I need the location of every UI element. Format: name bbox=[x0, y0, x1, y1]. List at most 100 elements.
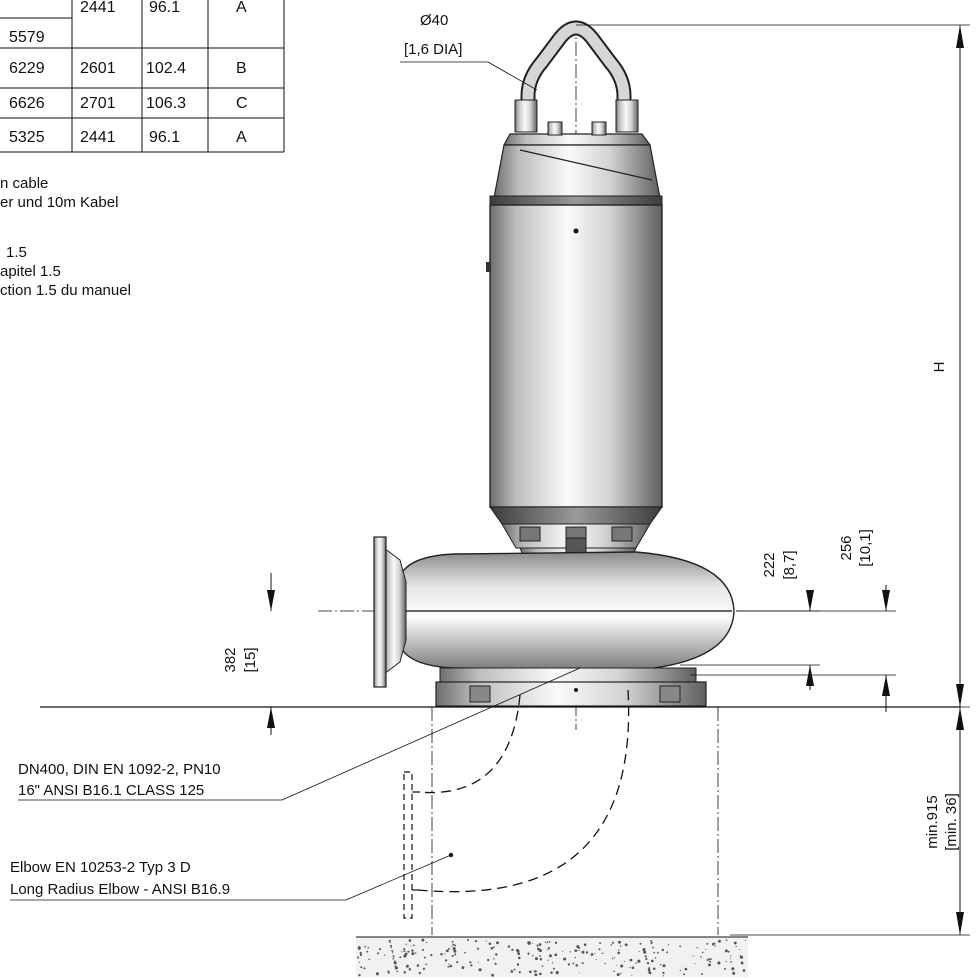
gravel-speck bbox=[652, 946, 654, 949]
gravel-speck bbox=[449, 964, 453, 968]
gravel-speck bbox=[701, 951, 704, 954]
gravel-speck bbox=[416, 964, 420, 967]
gravel-speck bbox=[739, 955, 744, 959]
gravel-speck bbox=[563, 957, 567, 961]
gravel-speck bbox=[513, 968, 516, 971]
gravel-speck bbox=[378, 948, 382, 951]
gravel-speck bbox=[547, 947, 551, 950]
dim-256-imperial: [10,1] bbox=[857, 529, 874, 567]
gravel-speck bbox=[724, 949, 728, 953]
gravel-speck bbox=[453, 944, 456, 947]
lifting-handle bbox=[514, 20, 639, 133]
gravel-speck bbox=[555, 971, 559, 975]
gravel-speck bbox=[389, 944, 393, 947]
gravel-speck bbox=[518, 956, 521, 960]
dim-256-metric: 256 bbox=[838, 535, 855, 560]
table-cell: 5325 bbox=[9, 129, 45, 146]
gravel-speck bbox=[461, 966, 465, 970]
gravel-speck bbox=[533, 970, 537, 973]
gravel-speck bbox=[396, 970, 399, 973]
gravel-speck bbox=[404, 952, 408, 956]
gravel-speck bbox=[547, 959, 549, 961]
gravel-speck bbox=[411, 949, 414, 952]
gravel-speck bbox=[659, 964, 662, 966]
gravel-speck bbox=[718, 939, 721, 943]
gravel-speck bbox=[706, 958, 709, 962]
gravel-speck bbox=[594, 953, 596, 955]
gravel-speck bbox=[554, 953, 558, 957]
gravel-speck bbox=[538, 943, 542, 946]
table-cell: 96.1 bbox=[149, 0, 180, 16]
gravel-speck bbox=[476, 947, 479, 950]
gravel-speck bbox=[642, 948, 646, 952]
gravel-speck bbox=[550, 971, 553, 974]
note-line: ction 1.5 du manuel bbox=[0, 282, 131, 299]
elbow-callout: Elbow EN 10253-2 Typ 3 D Long Radius Elb… bbox=[10, 854, 452, 901]
gravel-speck bbox=[581, 962, 584, 965]
elbow-pipe bbox=[403, 689, 630, 919]
gravel-speck bbox=[393, 957, 395, 959]
flange-spec-line2: 16" ANSI B16.1 CLASS 125 bbox=[18, 782, 204, 799]
dim-382: 382 [15] bbox=[222, 573, 275, 735]
gravel-speck bbox=[567, 963, 571, 966]
gravel-speck bbox=[392, 955, 395, 958]
gravel-speck bbox=[411, 952, 415, 956]
table-cell: 106.3 bbox=[146, 95, 186, 112]
gravel-speck bbox=[692, 955, 694, 957]
gravel-speck bbox=[393, 961, 397, 965]
gravel-speck bbox=[518, 971, 521, 974]
gravel-speck bbox=[578, 949, 580, 952]
gravel-speck bbox=[620, 964, 624, 968]
gravel-speck bbox=[615, 964, 617, 966]
gravel-speck bbox=[548, 941, 551, 943]
gravel-speck bbox=[546, 941, 549, 944]
gravel-speck bbox=[410, 945, 412, 947]
gravel-speck bbox=[388, 939, 391, 942]
gravel-speck bbox=[725, 939, 728, 941]
gravel-speck bbox=[635, 962, 637, 964]
gravel-speck bbox=[537, 947, 540, 951]
gravel-speck bbox=[405, 943, 407, 945]
gravel-speck bbox=[637, 959, 641, 963]
notes: n cable er und 10m Kabel 1.5 apitel 1.5 … bbox=[0, 175, 131, 299]
gravel-speck bbox=[496, 941, 499, 945]
gravel-speck bbox=[470, 964, 473, 967]
height-dimension: H bbox=[576, 24, 970, 708]
gravel-speck bbox=[629, 967, 631, 969]
gravel-speck bbox=[477, 961, 479, 963]
gravel-speck bbox=[679, 969, 681, 972]
gravel-speck bbox=[383, 954, 386, 956]
gravel-speck bbox=[585, 951, 589, 954]
gravel-speck bbox=[399, 956, 402, 959]
gravel-speck bbox=[612, 941, 615, 944]
gravel-speck bbox=[367, 946, 370, 949]
gravel-speck bbox=[536, 944, 539, 947]
gravel-speck bbox=[445, 949, 448, 952]
gravel-speck bbox=[595, 958, 597, 961]
gravel-speck bbox=[403, 948, 406, 951]
table-cell: A bbox=[236, 129, 247, 146]
gravel-speck bbox=[733, 941, 737, 945]
gravel-speck bbox=[662, 971, 665, 975]
dim-256: 256 [10,1] bbox=[690, 529, 896, 712]
gravel-speck bbox=[490, 946, 494, 950]
flange-spec-line1: DN400, DIN EN 1092-2, PN10 bbox=[18, 761, 221, 778]
dimension-table: 5579 2441 96.1 A 6229 2601 102.4 B 6626 … bbox=[0, 0, 285, 153]
gravel-speck bbox=[390, 946, 393, 949]
gravel-speck bbox=[452, 947, 456, 951]
gravel-speck bbox=[451, 945, 453, 947]
table-cell: 2441 bbox=[80, 129, 116, 146]
gravel-speck bbox=[527, 941, 531, 945]
table-cell: 6626 bbox=[9, 95, 45, 112]
gravel-speck bbox=[735, 945, 737, 948]
table-cell: 96.1 bbox=[149, 129, 180, 146]
gravel-speck bbox=[551, 962, 554, 964]
min-depth-imperial: [min. 36] bbox=[943, 793, 960, 851]
gravel-speck bbox=[544, 941, 547, 944]
gravel-speck bbox=[448, 963, 450, 965]
gravel-speck bbox=[583, 943, 587, 946]
gravel-speck bbox=[516, 963, 520, 966]
gravel-speck bbox=[679, 945, 681, 948]
gravel-speck bbox=[714, 945, 716, 947]
